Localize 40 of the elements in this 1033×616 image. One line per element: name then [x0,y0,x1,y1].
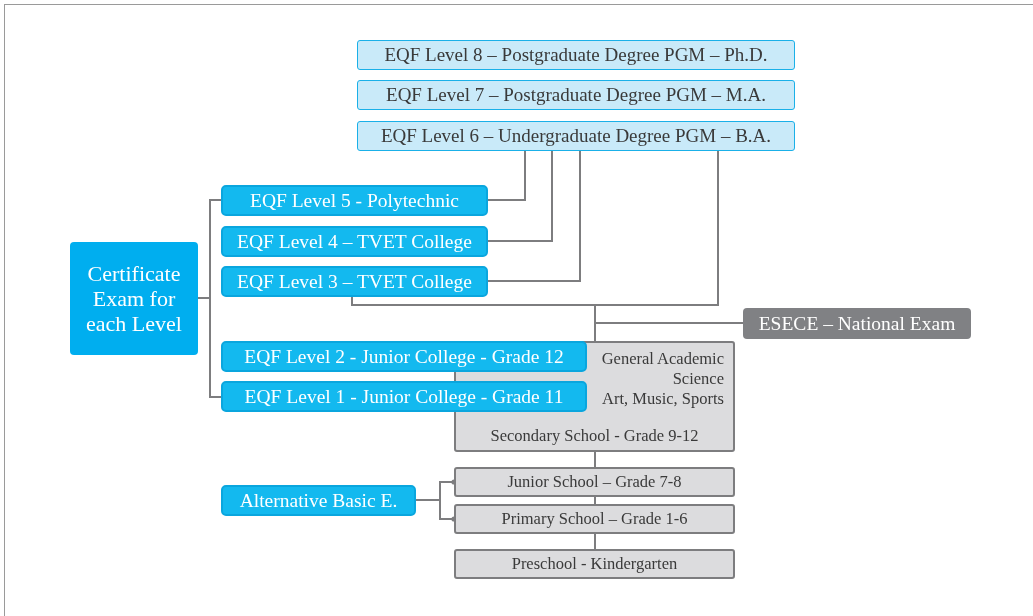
level-box [221,341,587,372]
box-label: EQF Level 3 – TVET College [237,270,472,293]
connector-line [594,451,596,468]
school-box [454,549,735,579]
connector-line [487,150,581,282]
school-box [454,467,735,497]
level-box [357,40,795,70]
box-label: EQF Level 6 – Undergraduate Degree PGM – B.A. [380,125,772,147]
box-label: EQF Level 1 - Junior College - Grade 11 [244,385,564,408]
connector-line [197,297,222,398]
exam-box [70,242,198,355]
level-box [357,121,795,151]
level-box [221,266,488,297]
box-label: EQF Level 5 - Polytechnic [249,189,459,212]
level-box [221,226,488,257]
exam-box [743,308,971,339]
stream-text: Art, Music, Sports [601,388,724,409]
connector-line [487,150,526,201]
box-label: EQF Level 2 - Junior College - Grade 12 [244,345,564,368]
connector-line [487,150,553,242]
box-label: Primary School – Grade 1-6 [501,509,688,529]
level-box [357,80,795,110]
box-label: EQF Level 8 – Postgraduate Degree PGM – Ph.D. [384,44,768,66]
connector-line [594,533,596,550]
box-label: ESECE – National Exam [758,312,956,335]
connector-line [594,322,744,342]
stream-text: General Academic [601,349,724,369]
level-box [221,381,587,412]
box-label: EQF Level 7 – Postgraduate Degree PGM – M.A. [386,84,766,106]
connector-line [594,496,596,505]
box-label: Preschool - Kindergarten [511,554,678,574]
box-label: Certificate Exam for each Level [85,260,183,337]
education-box [221,485,416,516]
box-label: Alternative Basic E. [239,489,398,512]
school-box [454,504,735,534]
school-label: Secondary School - Grade 9-12 [489,426,700,445]
box-label: Junior School – Grade 7-8 [507,472,682,492]
level-box [221,185,488,216]
stream-text: Science [671,368,724,389]
box-label: EQF Level 4 – TVET College [237,230,472,253]
